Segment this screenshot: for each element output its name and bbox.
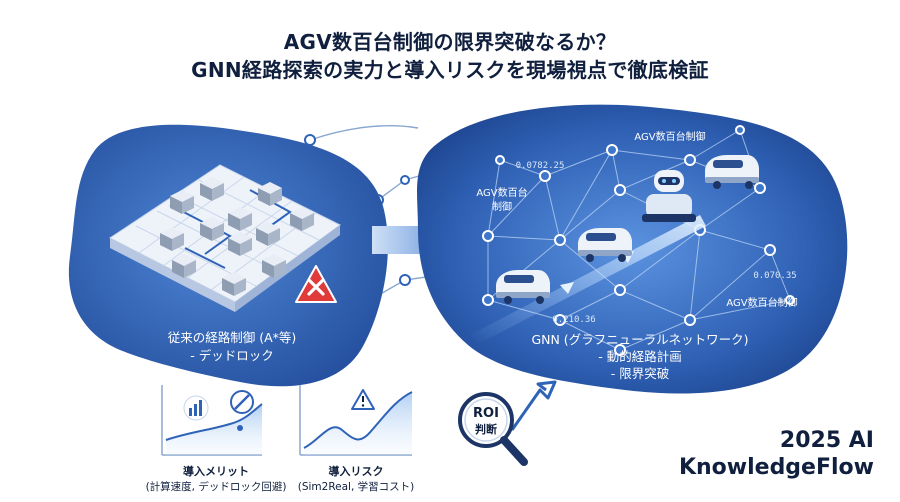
left-caption-line2: - デッドロック <box>190 348 273 363</box>
agv-icon <box>290 207 314 231</box>
right-caption-line1: GNN (グラフニューラルネットワーク) <box>531 332 748 347</box>
agv-icon <box>496 270 550 304</box>
risk-title: 導入リスク <box>329 464 384 478</box>
bar-chart-icon <box>183 395 209 421</box>
network-label-right: AGV数百台制御 <box>726 296 797 309</box>
network-edges <box>487 129 791 351</box>
network-label-left-2: 制御 <box>492 200 512 213</box>
benefit-subtitle: (計算速度, デッドロック回避) <box>146 480 287 493</box>
risk-chart <box>299 385 413 456</box>
page-title-line2: GNN経路探索の実力と導入リスクを現場視点で徹底検証 <box>191 58 709 82</box>
agv-icon <box>222 272 246 296</box>
agv-icon <box>160 227 184 251</box>
agv-icon <box>170 190 194 214</box>
roi-line1: ROI <box>473 406 499 421</box>
left-caption-line1: 従来の経路制御 (A*等) <box>168 330 297 345</box>
network-label-left-1: AGV数百台 <box>476 186 527 199</box>
page-title-line1: AGV数百台制御の限界突破なるか？ <box>283 30 617 54</box>
brand-year: 2025 AI <box>779 428 874 453</box>
readout-2: 0.070.35 <box>753 271 796 281</box>
agv-icon <box>262 254 286 278</box>
risk-subtitle: (Sim2Real, 学習コスト) <box>298 480 415 493</box>
agv-icon <box>228 232 252 256</box>
network-nodes <box>482 125 795 356</box>
warning-icon <box>295 265 337 303</box>
agv-icon <box>258 182 282 206</box>
magnifier-icon <box>458 380 557 466</box>
agv-icon <box>200 217 224 241</box>
agv-icon <box>172 254 196 278</box>
readout-1: 0.0782.25 <box>516 161 565 171</box>
agv-cluster <box>160 177 314 296</box>
brand-name: KnowledgeFlow <box>678 455 874 480</box>
path-stream <box>470 215 706 344</box>
agv-icon <box>578 228 632 262</box>
right-caption-line2: - 動的経路計画 <box>598 349 681 364</box>
agv-icon <box>256 222 280 246</box>
readout-3: 0.210.36 <box>552 315 595 325</box>
agv-icon <box>200 177 224 201</box>
right-caption-line3: - 限界突破 <box>611 366 669 381</box>
network-label-top: AGV数百台制御 <box>634 130 705 143</box>
agv-icon <box>228 207 252 231</box>
robot-icon <box>642 170 696 222</box>
benefit-chart <box>161 385 263 456</box>
warehouse-grid <box>109 164 341 312</box>
warning-icon <box>351 389 375 410</box>
no-entry-icon <box>230 390 254 414</box>
agv-icon <box>705 155 759 189</box>
roi-line2: 判断 <box>475 422 497 436</box>
benefit-title: 導入メリット <box>183 464 249 478</box>
